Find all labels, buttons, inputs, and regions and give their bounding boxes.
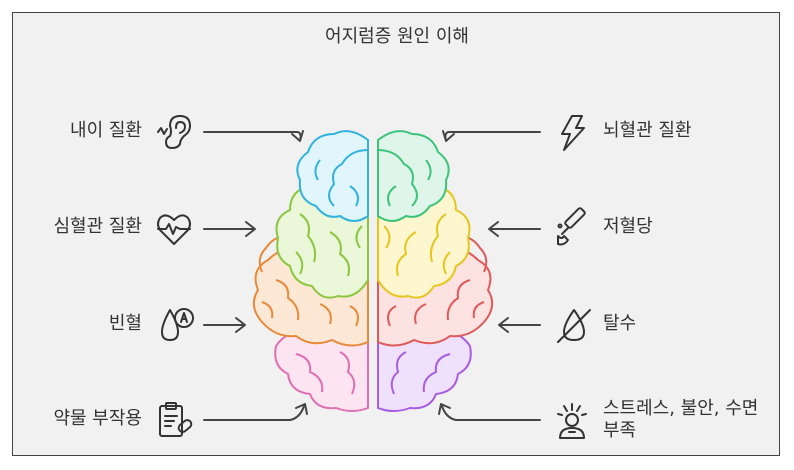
arrow-medication [203,403,308,421]
arrow-cerebrovascular [442,130,541,142]
stressed-person-icon [557,403,587,439]
no-water-icon [557,309,591,343]
cause-label-medication: 약물 부작용 [53,408,142,429]
arrow-dehydration [498,317,541,333]
right-hemisphere [377,130,494,412]
cause-label-inner-ear: 내이 질환 [70,120,142,141]
arrow-hypoglycemia [488,221,541,237]
arrow-cardiovascular [203,221,256,237]
cause-label-cerebrovascular: 뇌혈관 질환 [603,120,692,141]
cause-label-dehydration: 탈수 [603,313,637,334]
arrow-inner-ear [203,130,304,142]
lightning-icon [561,115,585,151]
cause-label-hypoglycemia: 저혈당 [603,216,653,237]
arrow-anemia [203,317,246,333]
cause-label-cardiovascular: 심혈관 질환 [53,216,142,237]
diagram-title: 어지럼증 원인 이해 [325,26,469,47]
prescription-icon [159,402,193,437]
ear-icon [157,115,191,149]
arrow-stress [438,403,541,421]
left-hemisphere [252,130,369,412]
heart-rate-icon [157,214,191,245]
blood-drop-icon [161,308,194,341]
glucose-meter-icon [557,207,586,246]
cause-label-anemia: 빈혈 [108,313,142,334]
cause-label-stress: 스트레스, 불안, 수면 부족 [603,398,759,441]
